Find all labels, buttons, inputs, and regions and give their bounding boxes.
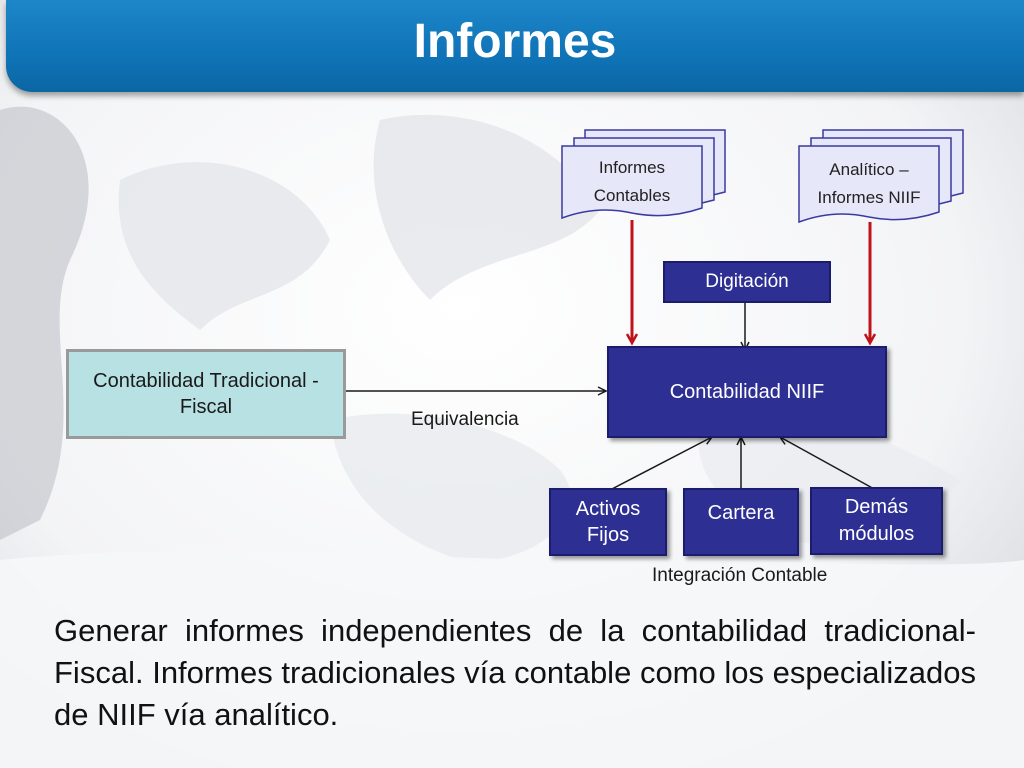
arrow-demas-to-niif bbox=[780, 437, 877, 491]
integracion-contable-label: Integración Contable bbox=[652, 565, 828, 586]
body-paragraph: Generar informes independientes de la co… bbox=[54, 613, 976, 732]
title-bar: Informes bbox=[6, 0, 1024, 92]
contabilidad-niif-box: Contabilidad NIIF bbox=[607, 346, 887, 438]
contabilidad-tradicional-box: Contabilidad Tradicional - Fiscal bbox=[66, 349, 346, 439]
digitacion-box: Digitación bbox=[663, 261, 831, 303]
demas-modulos-box: Demás módulos bbox=[810, 487, 943, 555]
equivalencia-label: Equivalencia bbox=[411, 409, 519, 430]
analitico-doc-shape bbox=[798, 129, 964, 224]
slide-title: Informes bbox=[413, 15, 617, 68]
arrow-activos-to-niif bbox=[609, 437, 712, 491]
analitico-label: Analítico – Informes NIIF bbox=[817, 160, 921, 207]
informes-contables-doc-shape bbox=[561, 129, 726, 220]
cartera-box: Cartera bbox=[683, 488, 799, 556]
activos-fijos-box: Activos Fijos bbox=[549, 488, 667, 556]
informes-contables-label: Informes Contables bbox=[593, 158, 671, 205]
